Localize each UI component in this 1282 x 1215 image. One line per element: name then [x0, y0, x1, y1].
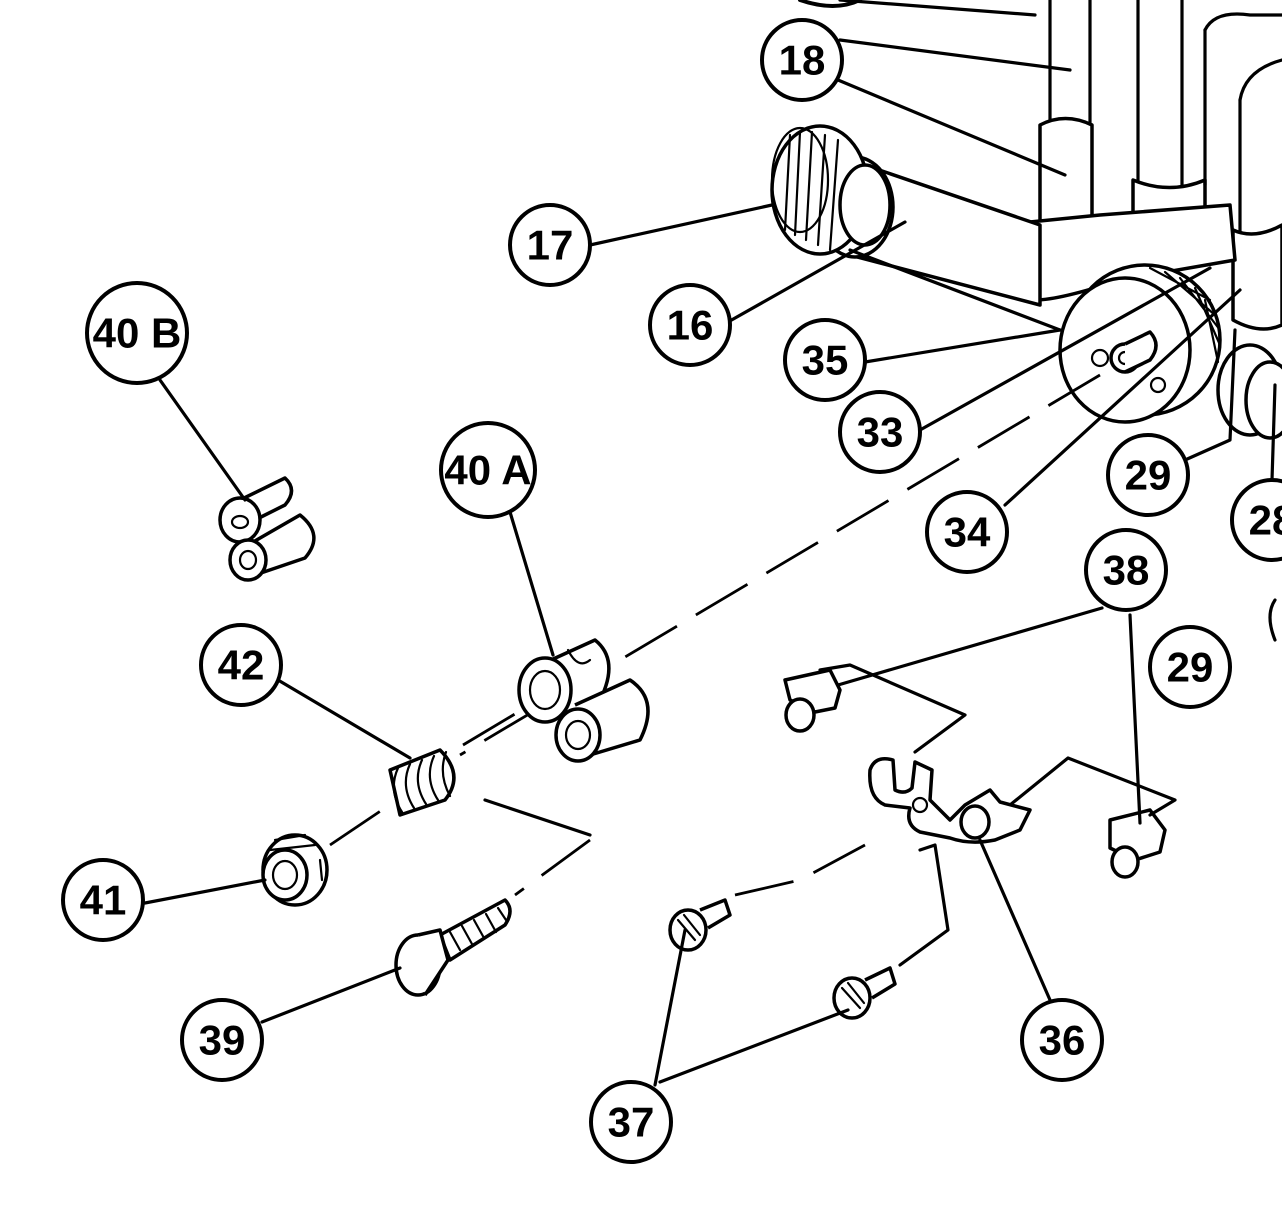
callout-29-lower: 29	[1148, 625, 1232, 709]
axis-line-screw	[514, 838, 591, 897]
part-39-screw	[394, 898, 512, 997]
callout-40a: 40 A	[439, 421, 537, 519]
callout-40b: 40 B	[85, 281, 189, 385]
callout-label: 33	[857, 409, 904, 456]
callout-17: 17	[508, 203, 592, 287]
valve-body-assembly	[770, 0, 1282, 642]
bracket-line-37b	[898, 843, 950, 967]
callout-label: 42	[218, 642, 265, 689]
axis-line-spring	[462, 703, 531, 747]
callout-42: 42	[199, 623, 283, 707]
callout-label: 28	[1249, 497, 1282, 544]
callout-36: 36	[1020, 998, 1104, 1082]
part-41-bushing	[261, 833, 329, 907]
callout-label: 16	[667, 302, 714, 349]
leader-lines-top	[588, 0, 1277, 507]
callout-label: 40 A	[444, 447, 531, 494]
callout-38: 38	[1084, 528, 1168, 612]
callout-18: 18	[760, 18, 844, 102]
callout-label: 36	[1039, 1017, 1086, 1064]
part-40a	[517, 638, 650, 763]
callout-33: 33	[838, 390, 922, 474]
part-40b	[218, 476, 316, 582]
bracket-line-clip-lower	[1008, 756, 1177, 817]
callout-label: 29	[1167, 644, 1214, 691]
leader-lines-bottom	[143, 378, 1142, 1087]
axis-line-bushing	[329, 806, 386, 847]
callout-label: 29	[1125, 452, 1172, 499]
callout-label: 39	[199, 1017, 246, 1064]
part-37-screw-lower	[832, 966, 897, 1020]
callout-29-upper: 29	[1106, 433, 1190, 517]
callout-label: 41	[80, 877, 127, 924]
callout-label: 35	[802, 337, 849, 384]
part-37-screw-upper	[668, 898, 732, 952]
callout-label: 18	[779, 37, 826, 84]
part-42-spring	[388, 748, 456, 817]
callout-39: 39	[180, 998, 264, 1082]
bracket-line-left	[483, 798, 592, 837]
callout-partial-top	[798, 0, 862, 8]
callout-16: 16	[648, 283, 732, 367]
callout-41: 41	[61, 858, 145, 942]
callout-28: 28	[1230, 478, 1282, 562]
callout-label: 34	[944, 509, 991, 556]
callout-label: 37	[608, 1099, 655, 1146]
callout-34: 34	[925, 490, 1009, 574]
callout-label: 17	[527, 222, 574, 269]
callout-35: 35	[783, 318, 867, 402]
callout-37: 37	[589, 1080, 673, 1164]
bracket-line-clip-upper	[818, 663, 967, 754]
part-38-clip-lower	[1108, 808, 1167, 879]
callout-label: 40 B	[93, 310, 182, 357]
part-38-clip-upper	[783, 668, 842, 733]
part-36-clamp	[868, 757, 1032, 844]
callout-label: 38	[1103, 547, 1150, 594]
axis-line-screw-37a	[734, 843, 866, 897]
